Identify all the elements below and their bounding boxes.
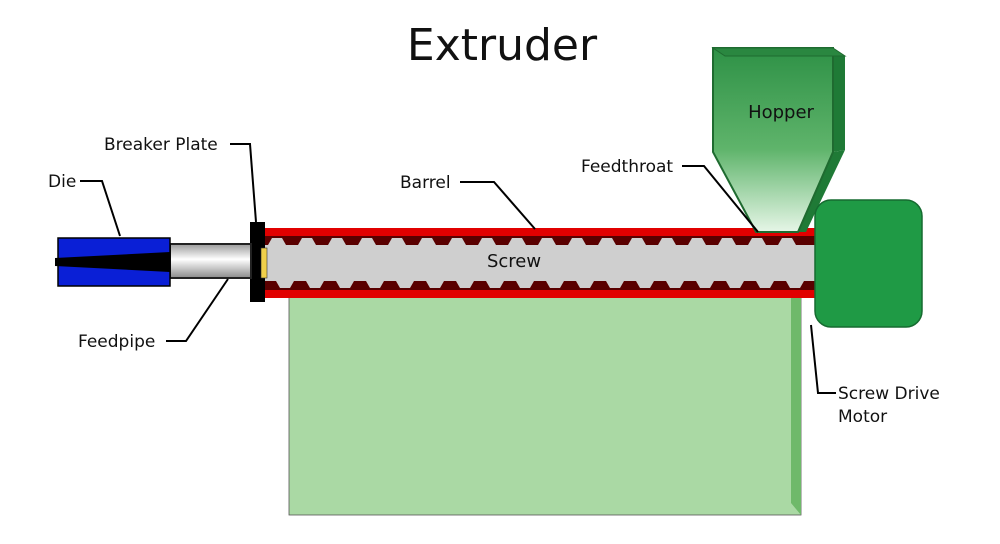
label-die: Die [48, 172, 121, 237]
screw-drive-motor-leader [810, 324, 836, 394]
feedthroat-label: Feedthroat [581, 157, 673, 177]
screw-shaft [265, 245, 821, 281]
label-feedthroat: Feedthroat [581, 157, 759, 233]
screw-flights-top [268, 238, 796, 245]
hopper-right-cone [798, 150, 845, 232]
barrel-leader [460, 181, 536, 230]
label-feedpipe: Feedpipe [78, 278, 229, 352]
die-label: Die [48, 172, 76, 192]
stand-front [288, 295, 802, 516]
screw-drive-motor-label-line2: Motor [838, 407, 887, 427]
die [55, 237, 171, 287]
label-breaker-plate: Breaker Plate [104, 135, 257, 223]
hopper-right-side [833, 48, 845, 152]
hopper-label: Hopper [748, 102, 814, 123]
label-screw-drive-motor: Screw Drive Motor [810, 324, 940, 427]
feedpipe-leader [166, 278, 229, 342]
feedpipe-label: Feedpipe [78, 332, 155, 352]
support-stand [288, 295, 802, 516]
hopper-rim [711, 47, 847, 57]
breaker-plate-screen [260, 247, 268, 279]
screw-drive-motor [814, 199, 923, 328]
hopper: Hopper [711, 47, 847, 233]
stand-side [791, 296, 801, 515]
feedthroat-leader [682, 165, 759, 233]
die-orifice [55, 252, 170, 272]
breaker-plate-body [250, 222, 265, 302]
feedpipe [169, 243, 252, 279]
breaker-plate-label: Breaker Plate [104, 135, 218, 155]
barrel-label: Barrel [400, 173, 451, 193]
screw-flights-bottom [276, 281, 804, 288]
diagram-title: Extruder [407, 20, 598, 71]
screw-label: Screw [487, 251, 541, 272]
die-leader [80, 180, 121, 237]
screw: Screw [265, 238, 821, 288]
screw-drive-motor-label-line1: Screw Drive [838, 384, 940, 404]
label-barrel: Barrel [400, 173, 536, 230]
breaker-plate [250, 222, 268, 302]
breaker-plate-leader [230, 143, 257, 223]
